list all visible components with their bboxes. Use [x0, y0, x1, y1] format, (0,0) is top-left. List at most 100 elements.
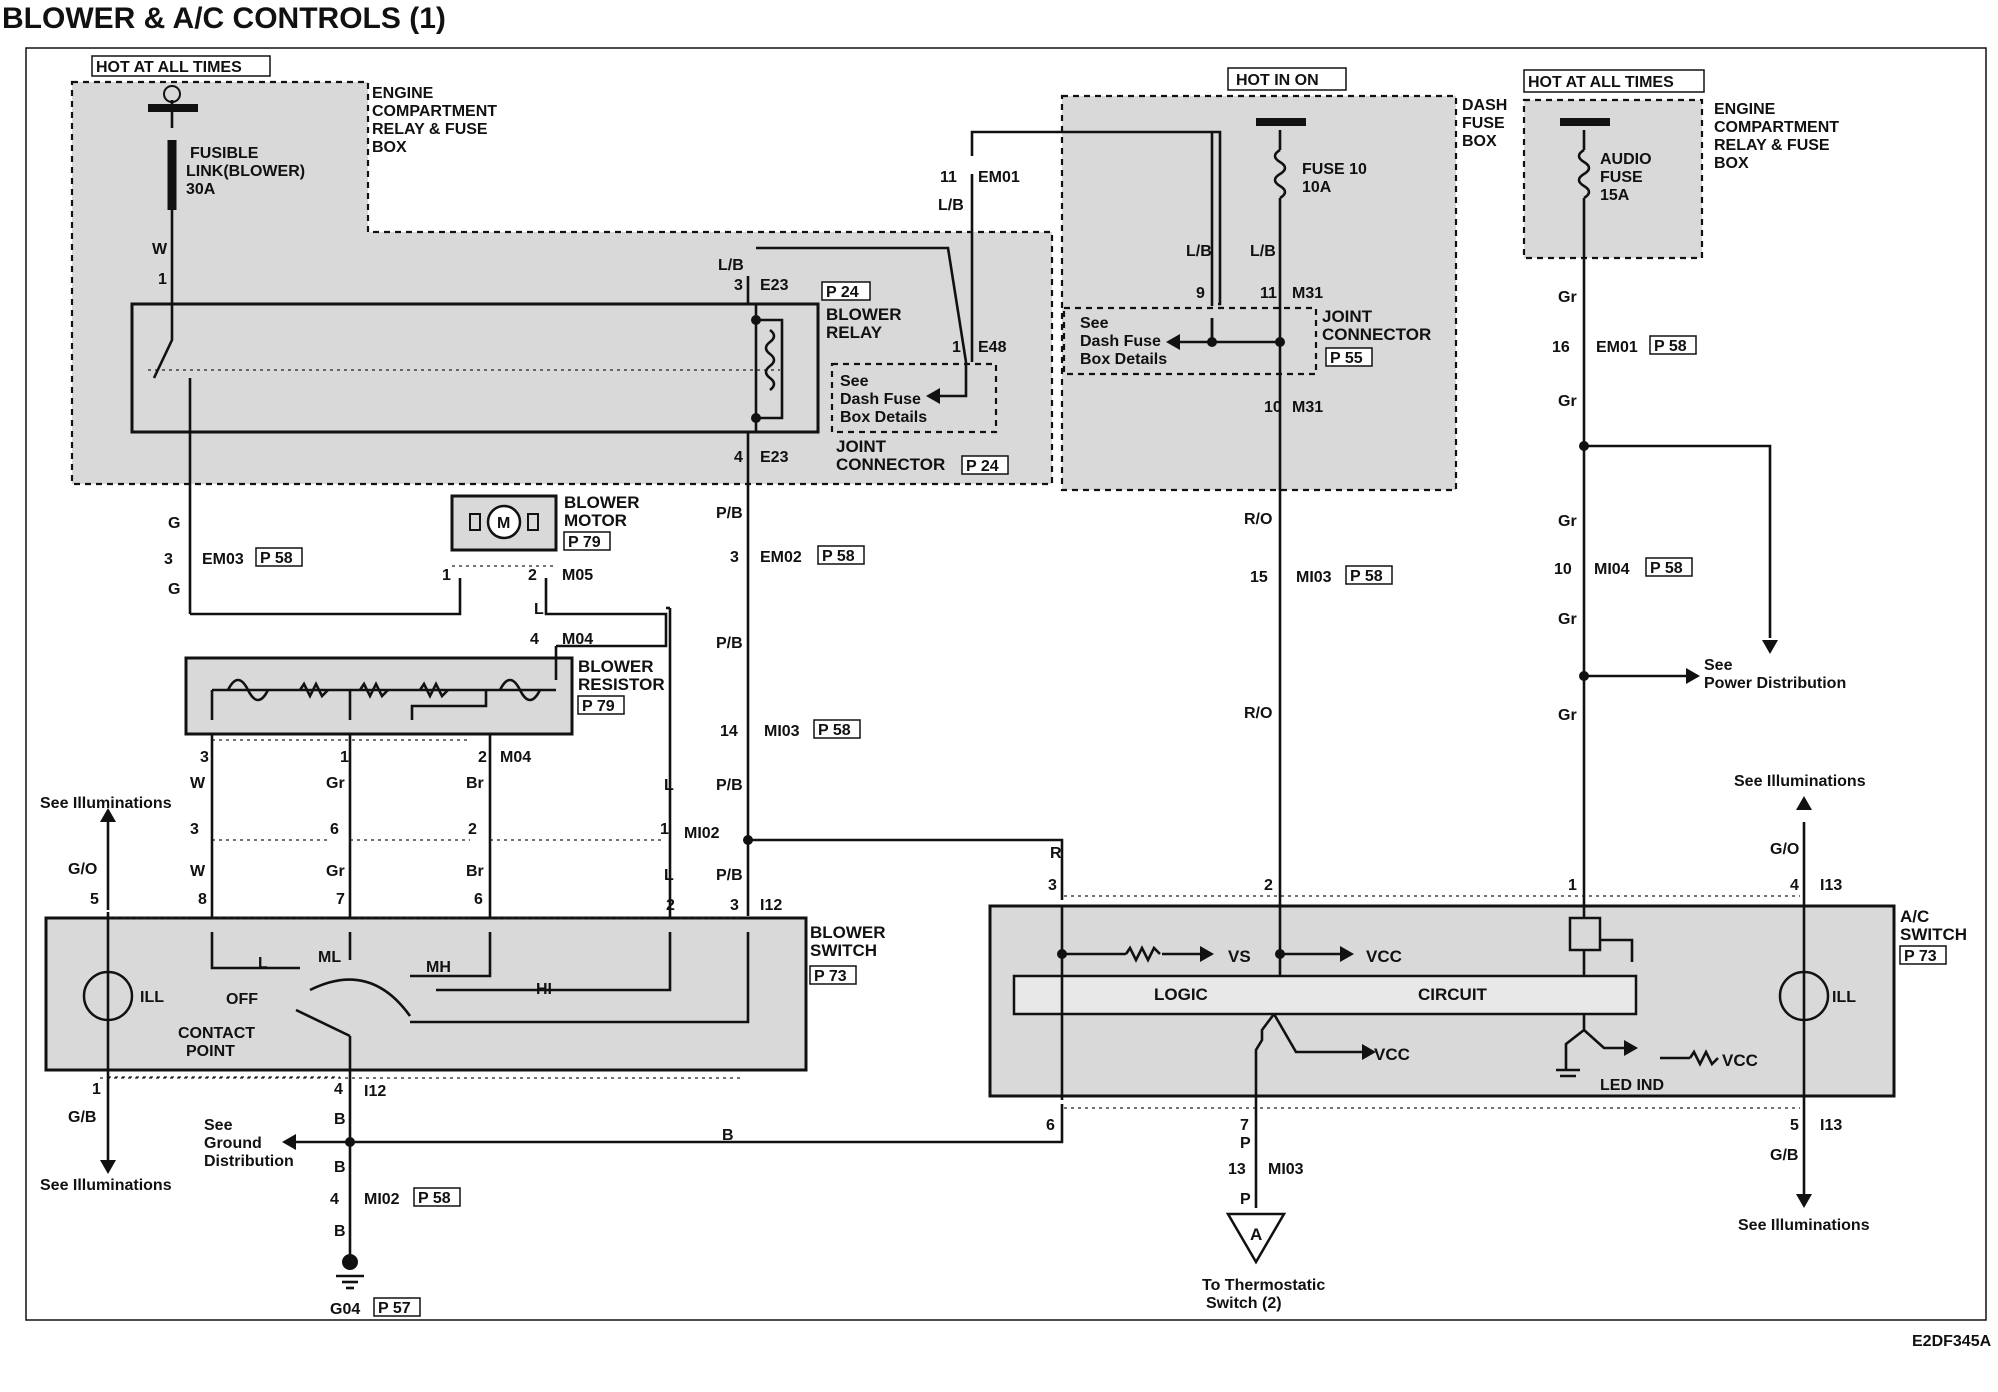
- engine-box-right-l4: BOX: [1714, 155, 1749, 172]
- conn-em02: EM02: [760, 549, 802, 566]
- fuse10-l2: 10A: [1302, 179, 1332, 196]
- ac-switch-page: P 73: [1904, 948, 1937, 965]
- wire-w: W: [152, 241, 168, 258]
- blower-resistor-l1: BLOWER: [578, 657, 654, 676]
- wire-gr-2: Gr: [326, 863, 345, 880]
- wire-gr-r3: Gr: [1558, 513, 1577, 530]
- pin-3-em02: 3: [730, 549, 739, 566]
- engine-box-right-l1: ENGINE: [1714, 101, 1776, 118]
- switch-pos-hi: HI: [536, 981, 552, 998]
- conn-mi03-left: MI03: [764, 723, 800, 740]
- pin-7-ac: 7: [1240, 1117, 1249, 1134]
- see-dash-right-l2: Dash Fuse: [1080, 333, 1161, 350]
- conn-em03-page: P 58: [260, 550, 293, 567]
- conn-e48: E48: [978, 339, 1007, 356]
- ac-switch-l1: A/C: [1900, 907, 1929, 926]
- pin-3-sw: 3: [730, 897, 739, 914]
- pin-1-mi02: 1: [660, 821, 669, 838]
- pin-3-e23: 3: [734, 277, 743, 294]
- blower-relay-l2: RELAY: [826, 323, 883, 342]
- wire-lb-3: L/B: [1186, 243, 1212, 260]
- wire-p-1: P: [1240, 1135, 1251, 1152]
- pin-3-ac: 3: [1048, 877, 1057, 894]
- connector-ids: EM01 E23 E48 E23 EM03 P 58 M05 M04 M04 E…: [202, 169, 1842, 1318]
- wire-gr-r5: Gr: [1558, 707, 1577, 724]
- conn-g04: G04: [330, 1301, 360, 1318]
- wire-pb-2: P/B: [716, 635, 743, 652]
- vcc-label-2: VCC: [1374, 1045, 1410, 1064]
- wire-g-1: G: [168, 515, 180, 532]
- conn-m31-bot: M31: [1292, 399, 1323, 416]
- pin-13-mi03: 13: [1228, 1161, 1246, 1178]
- fusible-link-l2: LINK(BLOWER): [186, 163, 305, 180]
- see-ground-l2: Ground: [204, 1135, 262, 1152]
- fusible-link-l1: FUSIBLE: [190, 145, 259, 162]
- led-ind-label: LED IND: [1600, 1077, 1664, 1094]
- wire-b-4: B: [722, 1127, 734, 1144]
- pin-1-fl: 1: [158, 271, 167, 288]
- see-power-l2: Power Distribution: [1704, 675, 1846, 692]
- component-boxes: [44, 302, 1896, 1098]
- conn-mi02-bot-page: P 58: [418, 1190, 451, 1207]
- fusible-link-l3: 30A: [186, 181, 216, 198]
- see-illuminations-right-top: See Illuminations: [1734, 773, 1866, 790]
- vcc-label-3: VCC: [1722, 1051, 1758, 1070]
- component-labels: BLOWER RELAY P 24 See Dash Fuse Box Deta…: [563, 281, 1967, 985]
- see-illuminations-right-bot: See Illuminations: [1738, 1217, 1870, 1234]
- wire-gr-r1: Gr: [1558, 289, 1577, 306]
- logic-label: LOGIC: [1154, 985, 1208, 1004]
- conn-mi03-mid: MI03: [1296, 569, 1332, 586]
- diagram-frame: [25, 47, 1987, 1321]
- pin-4-mi02: 4: [330, 1191, 339, 1208]
- motor-symbol: M: [469, 504, 539, 540]
- blower-motor-l1: BLOWER: [564, 493, 640, 512]
- blower-resistor-page: P 79: [582, 698, 615, 715]
- terminal-a-triangle: A: [1225, 1212, 1287, 1265]
- conn-i12-top: I12: [760, 897, 782, 914]
- conn-i13-top: I13: [1820, 877, 1842, 894]
- pin-8-sw: 8: [198, 891, 207, 908]
- pin-15-mi03: 15: [1250, 569, 1268, 586]
- ac-switch-l2: SWITCH: [1900, 925, 1967, 944]
- pin-16-em01: 16: [1552, 339, 1570, 356]
- see-dash-left-l1: See: [840, 373, 869, 390]
- switch-pos-off: OFF: [226, 991, 258, 1008]
- conn-em03: EM03: [202, 551, 244, 568]
- power-label-boxes: HOT AT ALL TIMES HOT IN ON HOT AT ALL TI…: [91, 55, 1705, 93]
- motor-m-label: M: [497, 515, 510, 532]
- pin-6-mid: 6: [330, 821, 339, 838]
- wire-go-right: G/O: [1770, 841, 1799, 858]
- pin-4-ac: 4: [1790, 877, 1799, 894]
- pin-5-sw: 5: [90, 891, 99, 908]
- see-dash-left-l2: Dash Fuse: [840, 391, 921, 408]
- pin-4-swb: 4: [334, 1081, 343, 1098]
- joint-connector-right-page: P 55: [1330, 350, 1363, 367]
- see-ground-l1: See: [204, 1117, 233, 1134]
- page-title: BLOWER & A/C CONTROLS (1): [2, 2, 446, 35]
- ac-switch-box: [988, 904, 1896, 1098]
- pin-1-ac: 1: [1568, 877, 1577, 894]
- conn-m31-top: M31: [1292, 285, 1323, 302]
- wire-l-3: L: [664, 867, 674, 884]
- power-bus-bars: [148, 85, 1610, 126]
- switch-pos-l: L: [258, 955, 268, 972]
- audio-fuse-l3: 15A: [1600, 187, 1630, 204]
- pin-6-ac: 6: [1046, 1117, 1055, 1134]
- pin-10-m31: 10: [1264, 399, 1282, 416]
- pin-1-swb: 1: [92, 1081, 101, 1098]
- wire-lb-2: L/B: [718, 257, 744, 274]
- pin-1-e48: 1: [952, 339, 961, 356]
- conn-g04-page: P 57: [378, 1300, 411, 1317]
- conn-mi04-page: P 58: [1650, 560, 1683, 577]
- wire-pb-3: P/B: [716, 777, 743, 794]
- wire-ro-2: R/O: [1244, 705, 1272, 722]
- engine-box-left-l2: COMPARTMENT: [372, 103, 497, 120]
- pin-2-sw: 2: [666, 897, 675, 914]
- conn-m04b: M04: [500, 749, 531, 766]
- engine-box-left-l1: ENGINE: [372, 85, 434, 102]
- arrowheads: [100, 334, 1812, 1208]
- switch-internal-labels: ILL L ML MH HI OFF CONTACT POINT VS VCC …: [140, 947, 1856, 1094]
- hot-at-all-times-left: HOT AT ALL TIMES: [96, 59, 242, 76]
- wire-l-2: L: [664, 777, 674, 794]
- conn-i13-bot: I13: [1820, 1117, 1842, 1134]
